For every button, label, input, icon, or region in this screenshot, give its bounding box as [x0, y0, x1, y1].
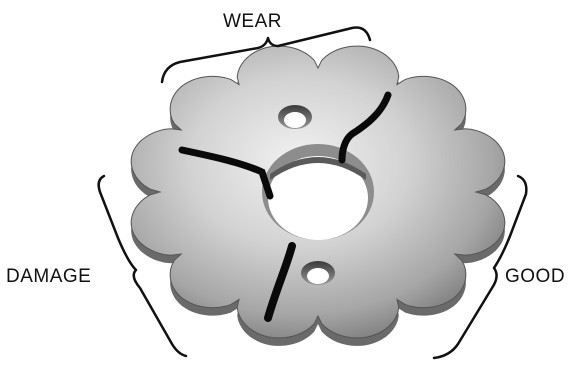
wear-label: WEAR	[223, 12, 282, 31]
lower-bolt-hole	[301, 261, 335, 285]
damage-label: DAMAGE	[6, 267, 91, 286]
upper-bolt-hole	[278, 105, 312, 129]
good-label: GOOD	[505, 267, 565, 286]
